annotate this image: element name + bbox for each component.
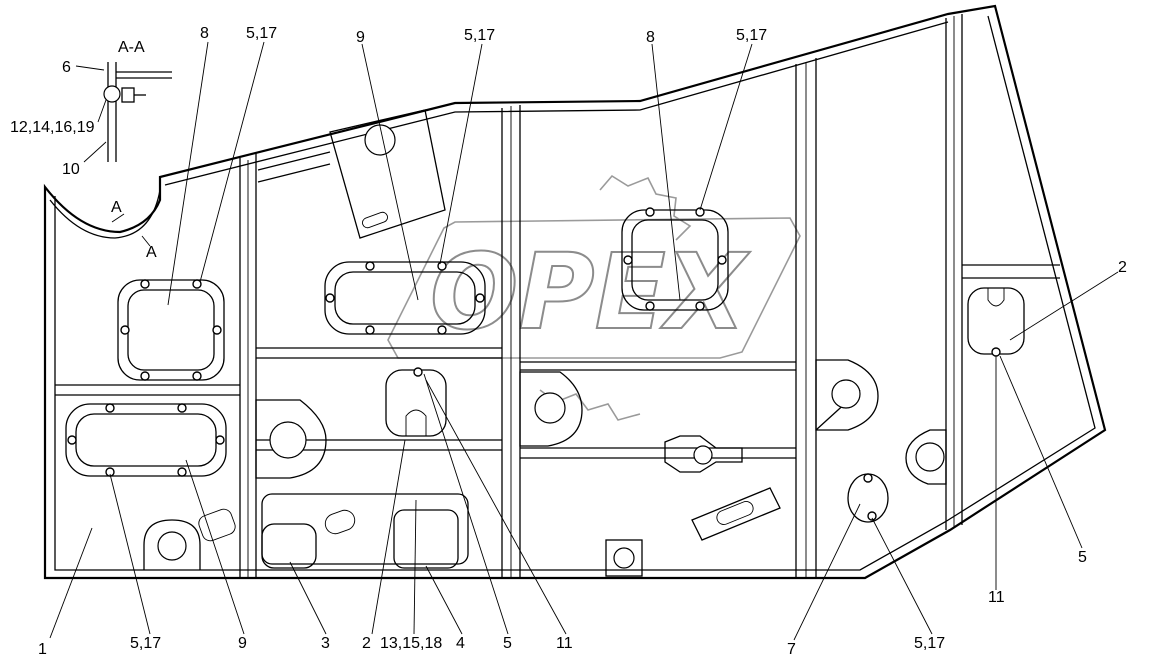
horizontal-members xyxy=(55,264,1060,459)
callout-11-right: 11 xyxy=(988,589,1005,606)
callout-11-bottom: 11 xyxy=(556,635,573,652)
small-covers xyxy=(385,287,1025,523)
callout-4: 4 xyxy=(456,635,465,652)
callout-5-17-bottom-right: 5,17 xyxy=(914,635,945,652)
callout-8-right: 8 xyxy=(646,29,655,46)
section-mark-2: A xyxy=(146,244,157,261)
watermark-text: OPEX xyxy=(430,231,751,353)
callout-2-bottom: 2 xyxy=(362,635,371,652)
leader-lines xyxy=(49,41,1119,641)
callout-9-top: 9 xyxy=(356,29,365,46)
callout-2-right: 2 xyxy=(1118,259,1127,276)
callout-5-17-top-right: 5,17 xyxy=(736,27,767,44)
callout-13-15-18: 13,15,18 xyxy=(380,635,442,652)
callout-5-bottom: 5 xyxy=(503,635,512,652)
section-cut-marks: A A xyxy=(111,199,157,261)
callout-7: 7 xyxy=(787,641,796,658)
callout-1: 1 xyxy=(38,641,47,658)
callout-5-17-bottom-left: 5,17 xyxy=(130,635,161,652)
vertical-members xyxy=(239,14,963,578)
hatch-right xyxy=(621,207,729,311)
callout-10: 10 xyxy=(62,161,80,178)
watermark: OPEX xyxy=(387,174,801,421)
bearing-housings xyxy=(143,359,947,577)
hatch-center xyxy=(324,261,486,335)
hatch-left xyxy=(117,279,225,381)
callout-9-bottom: 9 xyxy=(238,635,247,652)
section-title: A-A xyxy=(118,39,145,56)
callout-8-left: 8 xyxy=(200,25,209,42)
lower-compartment xyxy=(198,487,781,569)
section-mark-1: A xyxy=(111,199,122,216)
callout-12-14-16-19: 12,14,16,19 xyxy=(10,119,95,136)
callout-5-17-top-center: 5,17 xyxy=(464,27,495,44)
hatch-left-lower xyxy=(65,403,227,477)
callout-6: 6 xyxy=(62,59,71,76)
section-view-aa: A-A xyxy=(103,39,172,162)
callout-3: 3 xyxy=(321,635,330,652)
callout-labels: 6 12,14,16,19 10 8 5,17 9 5,17 8 5,17 2 … xyxy=(10,25,1127,658)
callout-5-right: 5 xyxy=(1078,549,1087,566)
callout-5-17-top-left: 5,17 xyxy=(246,25,277,42)
main-panel xyxy=(43,4,1107,580)
